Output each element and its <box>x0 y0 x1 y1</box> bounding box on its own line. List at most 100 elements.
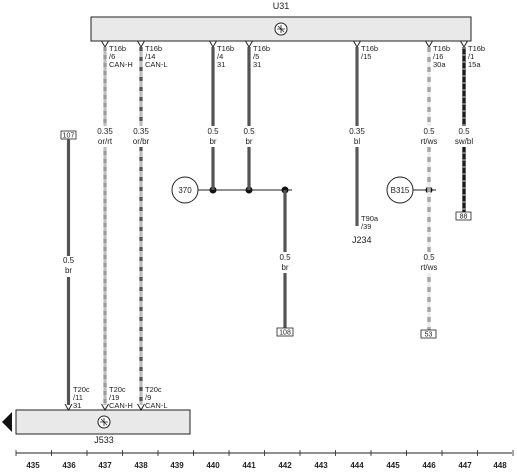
pin-arrow-icon <box>353 40 361 48</box>
ref-box-53-label: 53 <box>425 332 433 339</box>
pin-name: 31 <box>73 401 81 410</box>
connector-j234-pin: /39 <box>361 222 371 231</box>
wire-gauge-label: 0.5 <box>458 127 470 136</box>
bottom-unit-continuation-arrow-icon <box>2 412 12 432</box>
pin-number: /6 <box>109 52 115 61</box>
pin-arrow-icon <box>209 40 217 48</box>
ref-box-53 <box>420 329 437 339</box>
wire-441: T16b /5 31 0.5 br <box>242 40 270 190</box>
ground-point-label: B315 <box>391 186 410 195</box>
pin-code: T16b <box>361 44 378 53</box>
column-number: 445 <box>386 461 400 470</box>
wire-color-label: rt/ws <box>421 263 438 272</box>
wire-color-label: sw/bl <box>455 137 473 146</box>
pin-number: /19 <box>109 393 119 402</box>
column-number: 435 <box>26 461 40 470</box>
pin-arrow-icon <box>460 40 468 48</box>
column-number: 447 <box>458 461 472 470</box>
pin-number: /4 <box>217 52 223 61</box>
column-number: 444 <box>350 461 364 470</box>
column-number: 442 <box>278 461 292 470</box>
ref-box-108-label: 108 <box>279 330 291 337</box>
pin-code: T20c <box>109 385 126 394</box>
pin-name: CAN-H <box>109 401 133 410</box>
wire-444: T16b /15 0.35 bl T90a /39 J234 <box>347 40 379 245</box>
wire-color-label: rt/ws <box>421 137 438 146</box>
pin-code: T20c <box>73 385 90 394</box>
pin-arrow-icon <box>101 403 109 411</box>
ref-box-107-label: 107 <box>63 133 75 140</box>
column-ticks <box>15 450 514 456</box>
ground-point-label: 370 <box>178 186 192 195</box>
column-number: 436 <box>62 461 76 470</box>
wire-gauge-label: 0.5 <box>279 253 291 262</box>
pin-arrow-icon <box>245 40 253 48</box>
wire-gauge-label: 0.35 <box>133 127 149 136</box>
ground-point-370: 370 <box>171 176 292 204</box>
pin-name: 30a <box>433 60 446 69</box>
wire-color-label: or/rt <box>98 137 113 146</box>
column-number: 448 <box>493 461 507 470</box>
wire-color-label: br <box>209 137 216 146</box>
pin-number: /14 <box>145 52 155 61</box>
ref-box-88 <box>455 211 472 221</box>
pin-arrow-icon <box>101 40 109 48</box>
column-numbers: 435 436 437 438 439 440 441 442 443 444 … <box>26 461 507 470</box>
pin-code: T16b <box>253 44 270 53</box>
pin-number: /11 <box>73 393 83 402</box>
pin-code: T20c <box>145 385 162 394</box>
pin-code: T16b <box>433 44 450 53</box>
pin-name: CAN-L <box>145 60 168 69</box>
ref-box-108 <box>276 327 294 337</box>
pin-number: /16 <box>433 52 443 61</box>
pin-number: /1 <box>468 52 474 61</box>
pin-number: /15 <box>361 52 371 61</box>
top-unit-connector-icon <box>274 22 288 36</box>
column-number: 439 <box>170 461 184 470</box>
pin-name: 31 <box>253 60 261 69</box>
wire-gauge-label: 0.35 <box>349 127 365 136</box>
column-number: 443 <box>314 461 328 470</box>
pin-code: T16b <box>109 44 126 53</box>
pin-number: /5 <box>253 52 259 61</box>
ground-point-b315: B315 <box>386 176 436 204</box>
pin-name: 31 <box>217 60 225 69</box>
column-number: 441 <box>242 461 256 470</box>
bottom-unit-connector-icon <box>97 415 111 429</box>
wire-gauge-label: 0.5 <box>423 253 435 262</box>
pin-arrow-icon <box>425 40 433 48</box>
wire-438: T16b /14 CAN-L 0.35 or/br T20c /9 CAN-L <box>131 40 168 411</box>
column-number: 438 <box>134 461 148 470</box>
bottom-unit-label: J533 <box>94 435 114 445</box>
pin-arrow-icon <box>137 403 145 411</box>
wire-color-label: br <box>281 263 288 272</box>
wire-437: T16b /6 CAN-H 0.35 or/rt T20c /19 CAN-H <box>95 40 133 411</box>
pin-name: CAN-L <box>145 401 168 410</box>
ref-box-88-label: 88 <box>460 214 468 221</box>
column-number: 437 <box>98 461 112 470</box>
wire-color-label: bl <box>354 137 360 146</box>
column-number: 440 <box>206 461 220 470</box>
wire-color-label: br <box>65 266 72 275</box>
wire-gauge-label: 0.5 <box>423 127 435 136</box>
pin-code: T16b <box>145 44 162 53</box>
connector-j234-label: J234 <box>352 235 372 245</box>
pin-name: 15a <box>468 60 481 69</box>
pin-name: CAN-H <box>109 60 133 69</box>
wire-436: 107 0.5 br T20c /11 31 <box>60 130 90 411</box>
wire-gauge-label: 0.5 <box>63 256 75 265</box>
pin-arrow-icon <box>137 40 145 48</box>
wire-color-label: br <box>245 137 252 146</box>
wire-447: T16b /1 15a 0.5 sw/bl 88 <box>454 40 485 221</box>
pin-number: /9 <box>145 393 151 402</box>
wire-gauge-label: 0.5 <box>243 127 255 136</box>
column-number: 446 <box>422 461 436 470</box>
wire-gauge-label: 0.5 <box>207 127 219 136</box>
connector-j234-code: T90a <box>361 214 379 223</box>
pin-code: T16b <box>468 44 485 53</box>
wire-446: T16b /16 30a 0.5 rt/ws 0.5 rt/ws 53 <box>419 40 450 339</box>
wire-color-label: or/br <box>133 137 150 146</box>
wire-440: T16b /4 31 0.5 br <box>206 40 234 190</box>
pin-code: T16b <box>217 44 234 53</box>
